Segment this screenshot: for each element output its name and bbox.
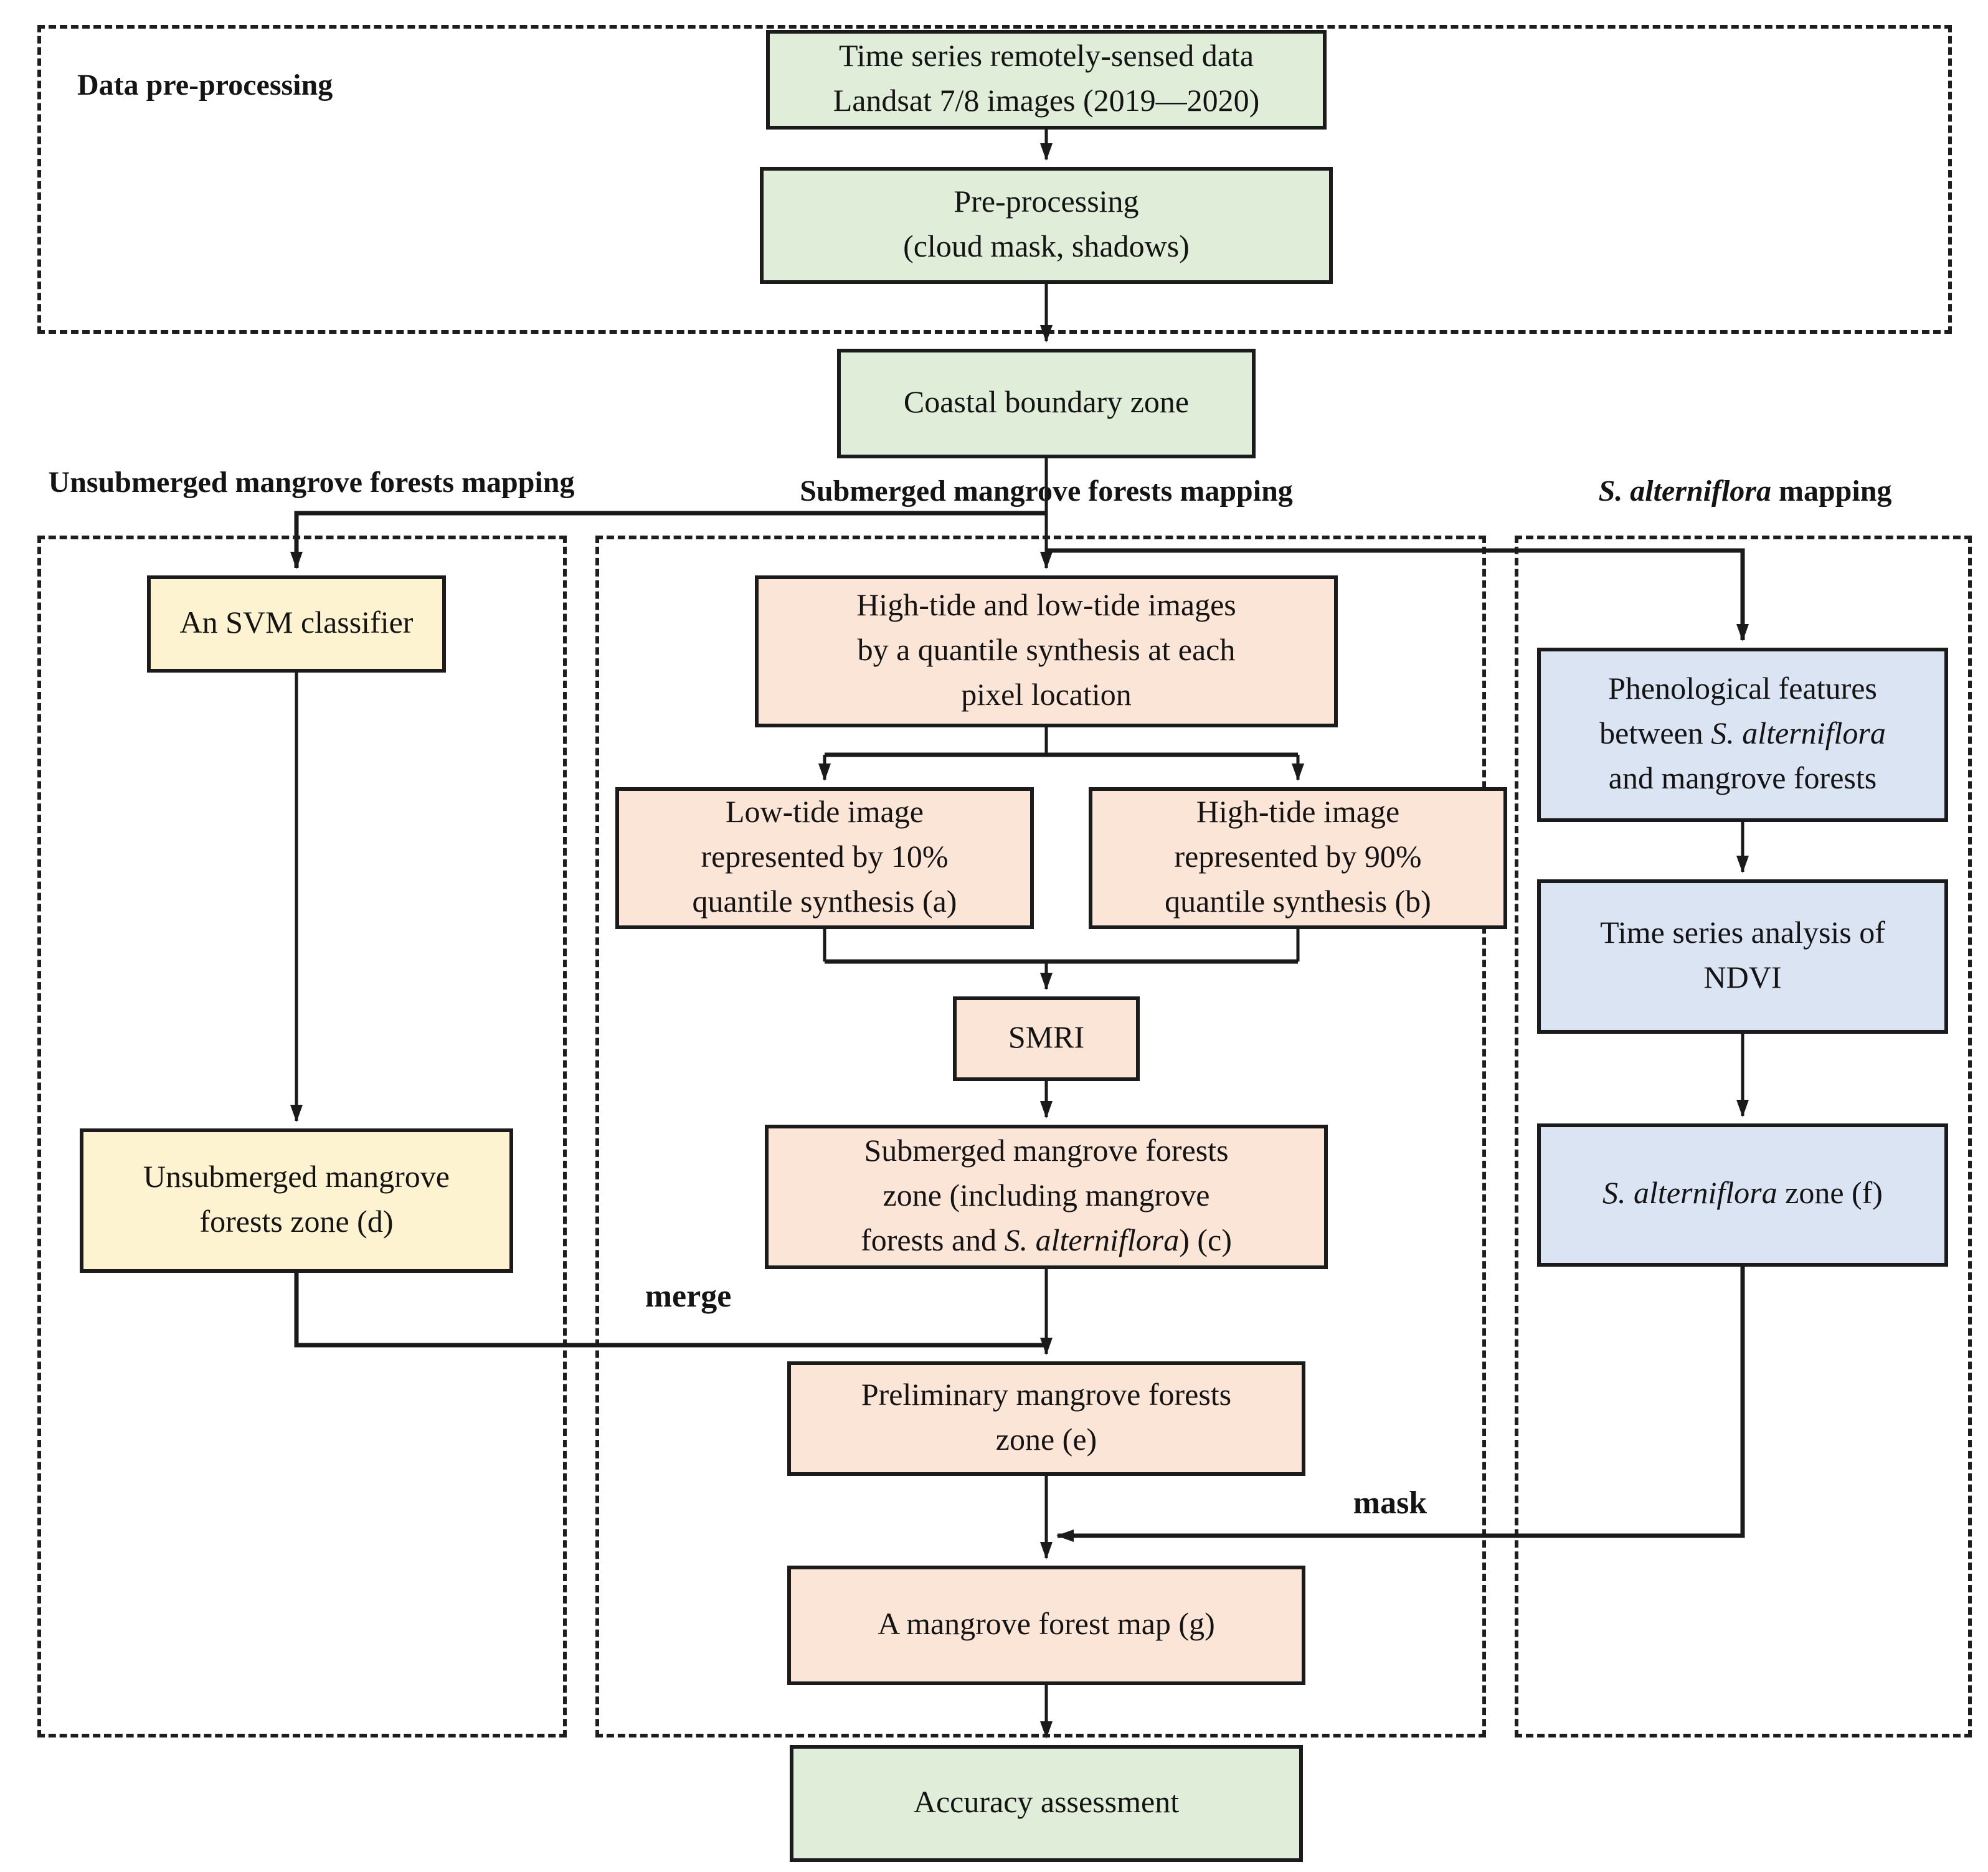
section-label-unsubmerged-mapping: Unsubmerged mangrove forests mapping (48, 467, 575, 499)
node-phenological-features-line2: between S. alterniflora (1599, 712, 1886, 758)
node-preliminary-zone-e-line2: zone (e) (995, 1424, 1097, 1457)
node-phenological-features-line1: Phenological features (1608, 672, 1877, 706)
node-svm-classifier-label: An SVM classifier (179, 606, 414, 640)
node-phenological-features-line2-italic: S. alterniflora (1711, 717, 1886, 751)
node-alterniflora-zone-f: S. alterniflora zone (f) (1537, 1123, 1948, 1267)
node-alterniflora-zone-f-label: S. alterniflora zone (f) (1602, 1173, 1883, 1218)
node-alterniflora-zone-f-italic: S. alterniflora (1602, 1177, 1777, 1211)
node-smri: SMRI (953, 996, 1140, 1081)
section-box-data-preprocessing (37, 25, 1952, 334)
edge-label-merge: merge (645, 1278, 732, 1314)
node-unsubmerged-zone-d-line2: forests zone (d) (199, 1206, 394, 1239)
node-high-tide-image-b: High-tide image represented by 90% quant… (1089, 787, 1507, 929)
node-phenological-features: Phenological features between S. alterni… (1537, 648, 1948, 822)
section-label-alterniflora-italic: S. alterniflora (1598, 476, 1771, 508)
node-unsubmerged-zone-d: Unsubmerged mangrove forests zone (d) (80, 1128, 513, 1273)
node-submerged-zone-c-line1: Submerged mangrove forests (864, 1134, 1229, 1168)
node-tide-images-line3: pixel location (961, 679, 1132, 713)
node-low-tide-image-a-line1: Low-tide image (726, 795, 924, 830)
node-time-series-data: Time series remotely-sensed data Landsat… (766, 30, 1327, 130)
node-high-tide-image-b-line3: quantile synthesis (b) (1165, 886, 1431, 920)
node-unsubmerged-zone-d-line1: Unsubmerged mangrove (143, 1160, 450, 1194)
node-submerged-zone-c-line3-post: ) (c) (1179, 1224, 1232, 1259)
node-submerged-zone-c-line3-italic: S. alterniflora (1004, 1224, 1180, 1259)
node-ndvi-analysis-line1: Time series analysis of (1600, 916, 1885, 950)
node-preliminary-zone-e: Preliminary mangrove forests zone (e) (787, 1361, 1305, 1476)
node-ndvi-analysis-line2: NDVI (1703, 962, 1782, 995)
node-mangrove-forest-map-g: A mangrove forest map (g) (787, 1566, 1305, 1685)
node-low-tide-image-a-line2: represented by 10% (701, 840, 949, 874)
node-coastal-boundary-zone: Coastal boundary zone (837, 349, 1256, 458)
section-label-alterniflora-mapping: S. alterniflora mapping (1518, 476, 1972, 509)
node-preliminary-zone-e-line1: Preliminary mangrove forests (861, 1378, 1232, 1412)
section-label-data-preprocessing: Data pre-processing (77, 70, 333, 102)
node-coastal-boundary-zone-label: Coastal boundary zone (903, 385, 1190, 420)
node-tide-images-line2: by a quantile synthesis at each (857, 633, 1236, 668)
node-tide-images: High-tide and low-tide images by a quant… (755, 575, 1338, 727)
node-accuracy-assessment-label: Accuracy assessment (913, 1785, 1180, 1820)
node-svm-classifier: An SVM classifier (147, 575, 446, 673)
node-preprocessing: Pre-processing (cloud mask, shadows) (760, 167, 1333, 284)
node-high-tide-image-b-line1: High-tide image (1196, 795, 1400, 830)
edge-label-mask: mask (1353, 1485, 1427, 1521)
node-submerged-zone-c-line2: zone (including mangrove (883, 1179, 1210, 1213)
node-low-tide-image-a-line3: quantile synthesis (a) (692, 886, 957, 920)
node-phenological-features-line3: and mangrove forests (1608, 762, 1877, 797)
node-tide-images-line1: High-tide and low-tide images (856, 589, 1236, 623)
node-submerged-zone-c: Submerged mangrove forests zone (includi… (765, 1125, 1328, 1269)
node-accuracy-assessment: Accuracy assessment (790, 1745, 1303, 1862)
node-mangrove-forest-map-g-label: A mangrove forest map (g) (878, 1607, 1215, 1642)
node-low-tide-image-a: Low-tide image represented by 10% quanti… (615, 787, 1034, 929)
node-high-tide-image-b-line2: represented by 90% (1174, 840, 1422, 874)
node-ndvi-analysis: Time series analysis of NDVI (1537, 879, 1948, 1034)
node-submerged-zone-c-line3-pre: forests and (861, 1224, 1005, 1259)
section-box-alterniflora-mapping (1515, 536, 1972, 1737)
node-alterniflora-zone-f-rest: zone (f) (1777, 1177, 1883, 1211)
node-smri-label: SMRI (1008, 1021, 1085, 1055)
section-label-submerged-mapping: Submerged mangrove forests mapping (800, 476, 1293, 508)
section-label-alterniflora-rest: mapping (1771, 476, 1892, 508)
node-submerged-zone-c-line3: forests and S. alterniflora) (c) (861, 1219, 1232, 1265)
node-preprocessing-line1: Pre-processing (954, 185, 1139, 219)
node-time-series-data-line1: Time series remotely-sensed data (838, 39, 1254, 73)
node-preprocessing-line2: (cloud mask, shadows) (903, 230, 1190, 264)
node-phenological-features-line2-pre: between (1599, 717, 1711, 751)
node-time-series-data-line2: Landsat 7/8 images (2019—2020) (833, 85, 1260, 118)
